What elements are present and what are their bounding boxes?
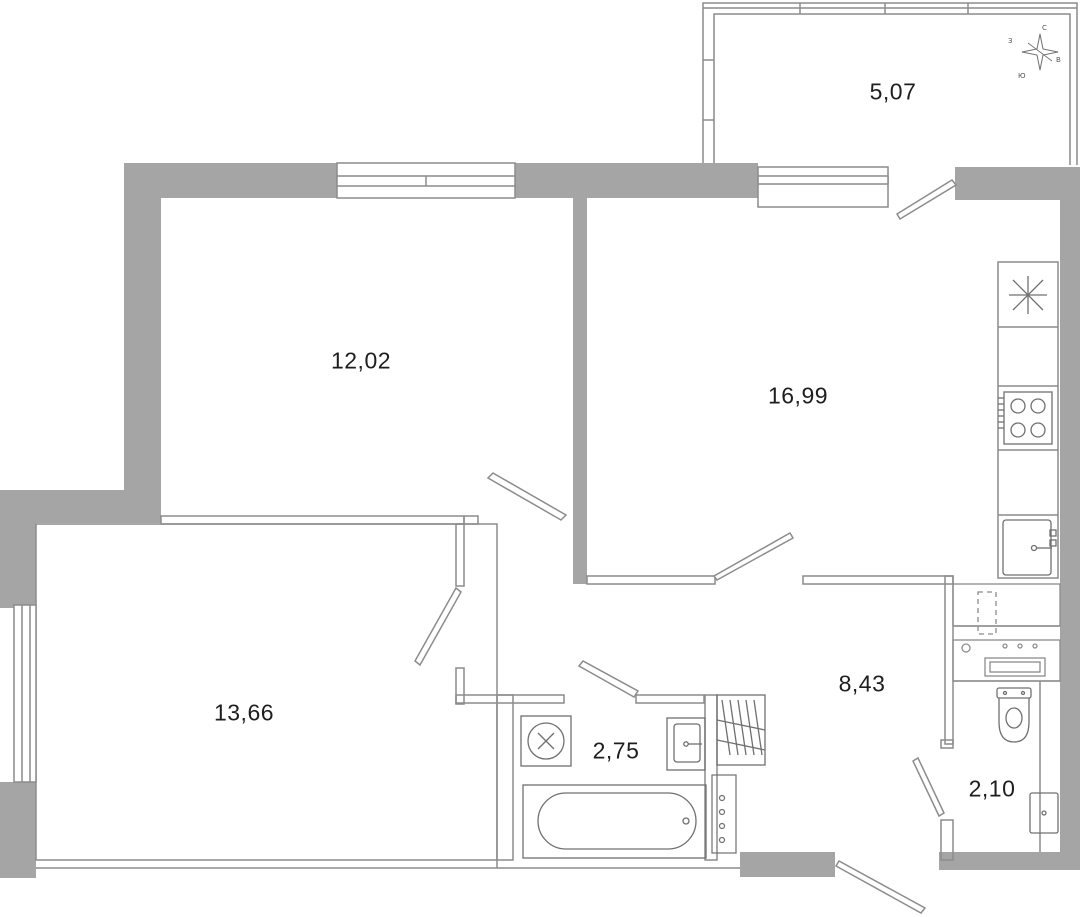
exterior-walls: [0, 163, 1080, 878]
compass-north: С: [1042, 24, 1047, 32]
compass-east: В: [1056, 56, 1061, 64]
kitchen-living-area-label: 16,99: [767, 382, 829, 409]
towel-dryer-icon: [716, 694, 766, 766]
balcony-area-label: 5,07: [869, 78, 917, 105]
bedroom-area-label: 12,02: [330, 347, 392, 374]
living-room-area-label: 13,66: [213, 699, 275, 726]
compass-west: З: [1008, 37, 1013, 45]
interior-partitions: [35, 515, 1060, 869]
toilet-sink-icon: [1029, 792, 1059, 834]
fridge-icon: [1009, 276, 1047, 314]
bathroom-area-label: 2,75: [592, 737, 640, 764]
stove-icon: [998, 391, 1053, 445]
toilet-icon: [996, 687, 1032, 743]
kitchen-counter: [997, 261, 1059, 579]
kitchen-sink-icon: [1002, 519, 1057, 576]
utility-closet: [952, 583, 1061, 682]
bathroom-sink-icon: [666, 717, 706, 771]
doors: [414, 179, 958, 914]
compass-icon: С З В Ю: [1008, 24, 1061, 80]
partition-walls: [573, 198, 1080, 877]
bathtub-icon: [522, 784, 707, 859]
hallway-area-label: 8,43: [838, 670, 886, 697]
compass-south: Ю: [1018, 72, 1026, 80]
water-meter-icon: [711, 774, 737, 854]
washing-machine-icon: [520, 715, 572, 767]
balcony-outline: [702, 2, 1078, 165]
windows: [13, 162, 889, 783]
toilet-area-label: 2,10: [968, 775, 1016, 802]
